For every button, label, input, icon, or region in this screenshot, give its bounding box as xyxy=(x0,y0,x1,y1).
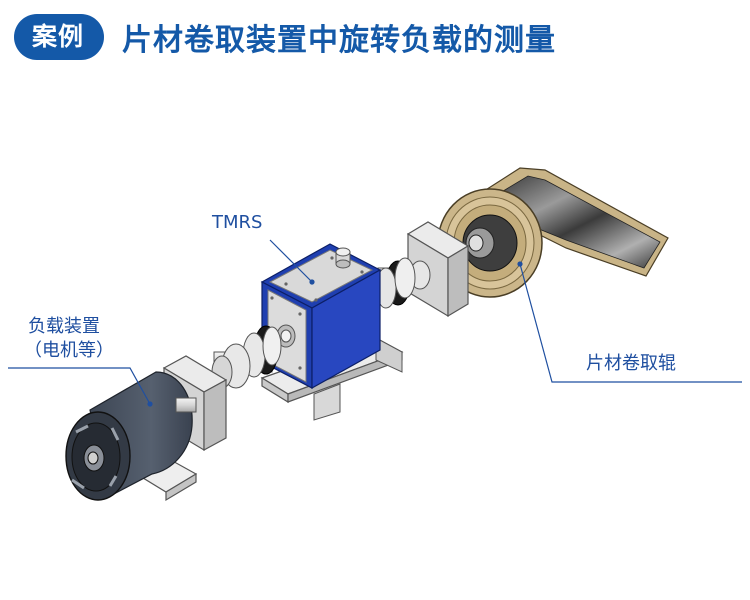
load-label-line1: 负载装置 xyxy=(28,316,100,337)
page-title: 片材卷取装置中旋转负载的测量 xyxy=(122,23,557,58)
tmrs-callout-dot xyxy=(309,279,315,285)
tmrs-callout-line xyxy=(269,239,313,283)
roll-callout-dot xyxy=(517,261,523,267)
header: 案例 片材卷取装置中旋转负载的测量 xyxy=(14,14,556,60)
winding-roll xyxy=(437,167,669,298)
load-label-line2: （电机等） xyxy=(24,340,114,361)
tmrs-label: TMRS xyxy=(212,212,263,233)
roll-label: 片材卷取辊 xyxy=(586,353,676,374)
load-callout-dot xyxy=(147,401,153,407)
load-callout-line xyxy=(8,367,151,405)
left-coupling xyxy=(211,325,282,389)
roll-callout-line xyxy=(519,263,742,383)
callout-lines xyxy=(8,239,742,407)
load-motor xyxy=(65,371,198,502)
right-coupling xyxy=(375,257,431,309)
case-badge: 案例 xyxy=(14,14,105,60)
